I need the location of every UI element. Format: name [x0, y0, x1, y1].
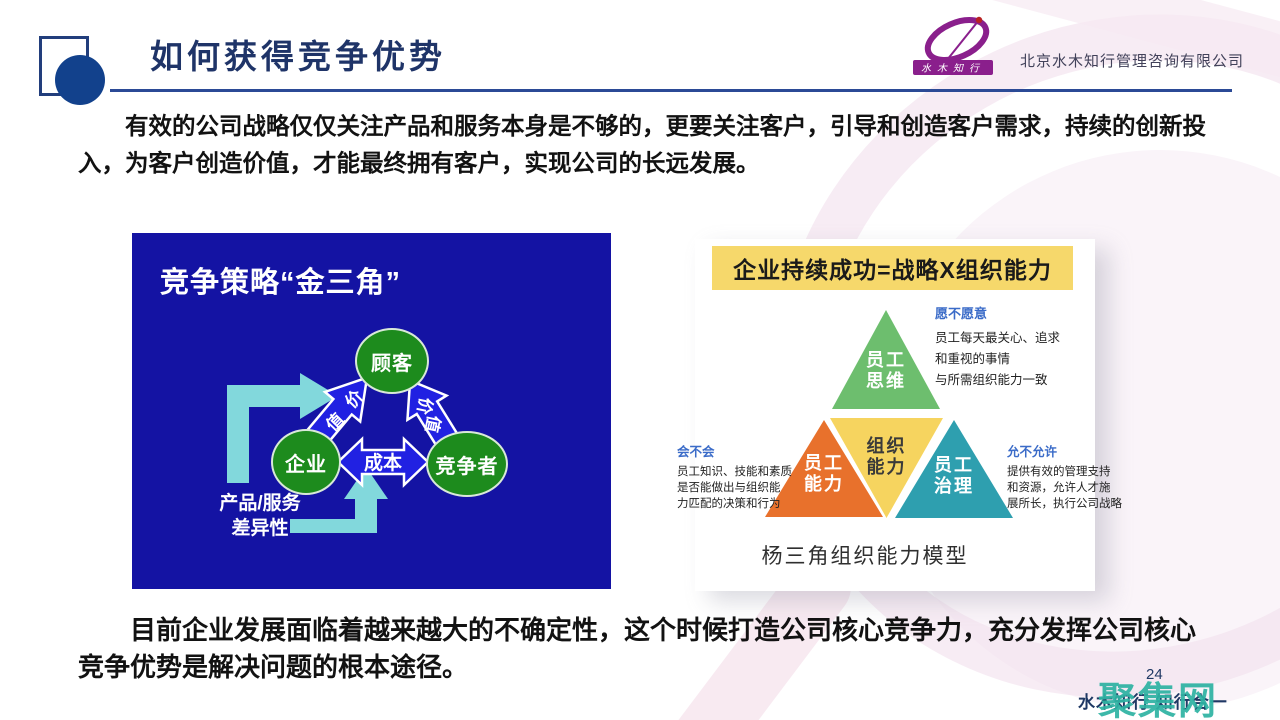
annotation-permission-line2: 和资源，允许人才施: [1007, 482, 1111, 494]
node-customer: 顾客: [355, 328, 429, 394]
company-name: 北京水木知行管理咨询有限公司: [1020, 53, 1245, 70]
page-number: 24: [1146, 666, 1163, 683]
yang-model-banner: 企业持续成功=战略X组织能力: [712, 246, 1073, 290]
golden-triangle-arrows: 成本 价 值 价 值: [227, 373, 459, 533]
differentiation-note-line1: 产品/服务: [219, 493, 301, 514]
golden-triangle-title: 竞争策略“金三角”: [160, 267, 402, 299]
closing-paragraph: 目前企业发展面临着越来越大的不确定性，这个时候打造公司核心竞争力，充分发挥公司核…: [78, 615, 1197, 682]
value-right-char-2: 值: [421, 414, 444, 435]
golden-triangle-figure: 竞争策略“金三角” 成: [132, 233, 611, 589]
footer-slogan: 水木知行 知行合一: [1078, 693, 1228, 712]
annotation-capability-line2: 是否能做出与组织能: [677, 482, 781, 494]
annotation-capability-line3: 力匹配的决策和行为: [677, 498, 781, 510]
watermark: 聚集网: [1098, 681, 1219, 720]
page-title: 如何获得竞争优势: [150, 38, 446, 75]
cost-edge-label: 成本: [364, 451, 402, 474]
title-circle-motif: [55, 55, 105, 105]
value-right-char-1: 价: [413, 396, 435, 418]
annotation-capability-head: 会不会: [677, 445, 715, 459]
triangle-organizational-capability-label: 组织能力: [866, 436, 907, 477]
node-competitor: 竞争者: [426, 431, 508, 497]
company-logo-icon: 水木知行: [913, 16, 993, 75]
annotation-willingness: 愿不愿意 员工每天最关心、追求 和重视的事情 与所需组织能力一致: [935, 303, 1087, 391]
logo-text: 水木知行: [921, 63, 985, 75]
annotation-willingness-line3: 与所需组织能力一致: [935, 373, 1048, 387]
node-enterprise: 企业: [271, 429, 341, 495]
differentiation-note: 产品/服务 差异性: [208, 491, 312, 541]
annotation-capability-line1: 员工知识、技能和素质: [677, 466, 792, 478]
differentiation-note-line2: 差异性: [231, 518, 289, 539]
annotation-permission-line1: 提供有效的管理支持: [1007, 466, 1111, 478]
triangle-employee-governance-label: 员工治理: [934, 455, 974, 496]
annotation-permission-head: 允不允许: [1007, 445, 1058, 459]
triangle-employee-mindset: 员工思维: [832, 310, 940, 409]
annotation-permission-line3: 展所长，执行公司战略: [1007, 498, 1122, 510]
annotation-willingness-line1: 员工每天最关心、追求: [935, 331, 1061, 345]
yang-model-figure: 企业持续成功=战略X组织能力 员工思维 组织能力 员工能力 员工治理 愿不愿意 …: [677, 239, 1122, 591]
header-divider: [110, 89, 1232, 92]
cyan-arrow-upper-icon: [227, 373, 338, 483]
triangle-employee-mindset-label: 员工思维: [866, 350, 906, 391]
annotation-willingness-line2: 和重视的事情: [935, 352, 1011, 366]
annotation-capability: 会不会 员工知识、技能和素质 是否能做出与组织能 力匹配的决策和行为: [677, 444, 813, 512]
annotation-willingness-head: 愿不愿意: [935, 306, 988, 321]
triangle-employee-ability-label: 员工能力: [804, 453, 844, 494]
value-arrow-right-icon: [406, 378, 459, 449]
yang-model-caption: 杨三角组织能力模型: [761, 545, 969, 568]
intro-paragraph: 有效的公司战略仅仅关注产品和服务本身是不够的，更要关注客户，引导和创造客户需求，…: [78, 113, 1206, 176]
annotation-permission: 允不允许 提供有效的管理支持 和资源，允许人才施 展所长，执行公司战略: [1007, 444, 1157, 512]
cyan-arrow-lower-icon: [290, 467, 388, 533]
